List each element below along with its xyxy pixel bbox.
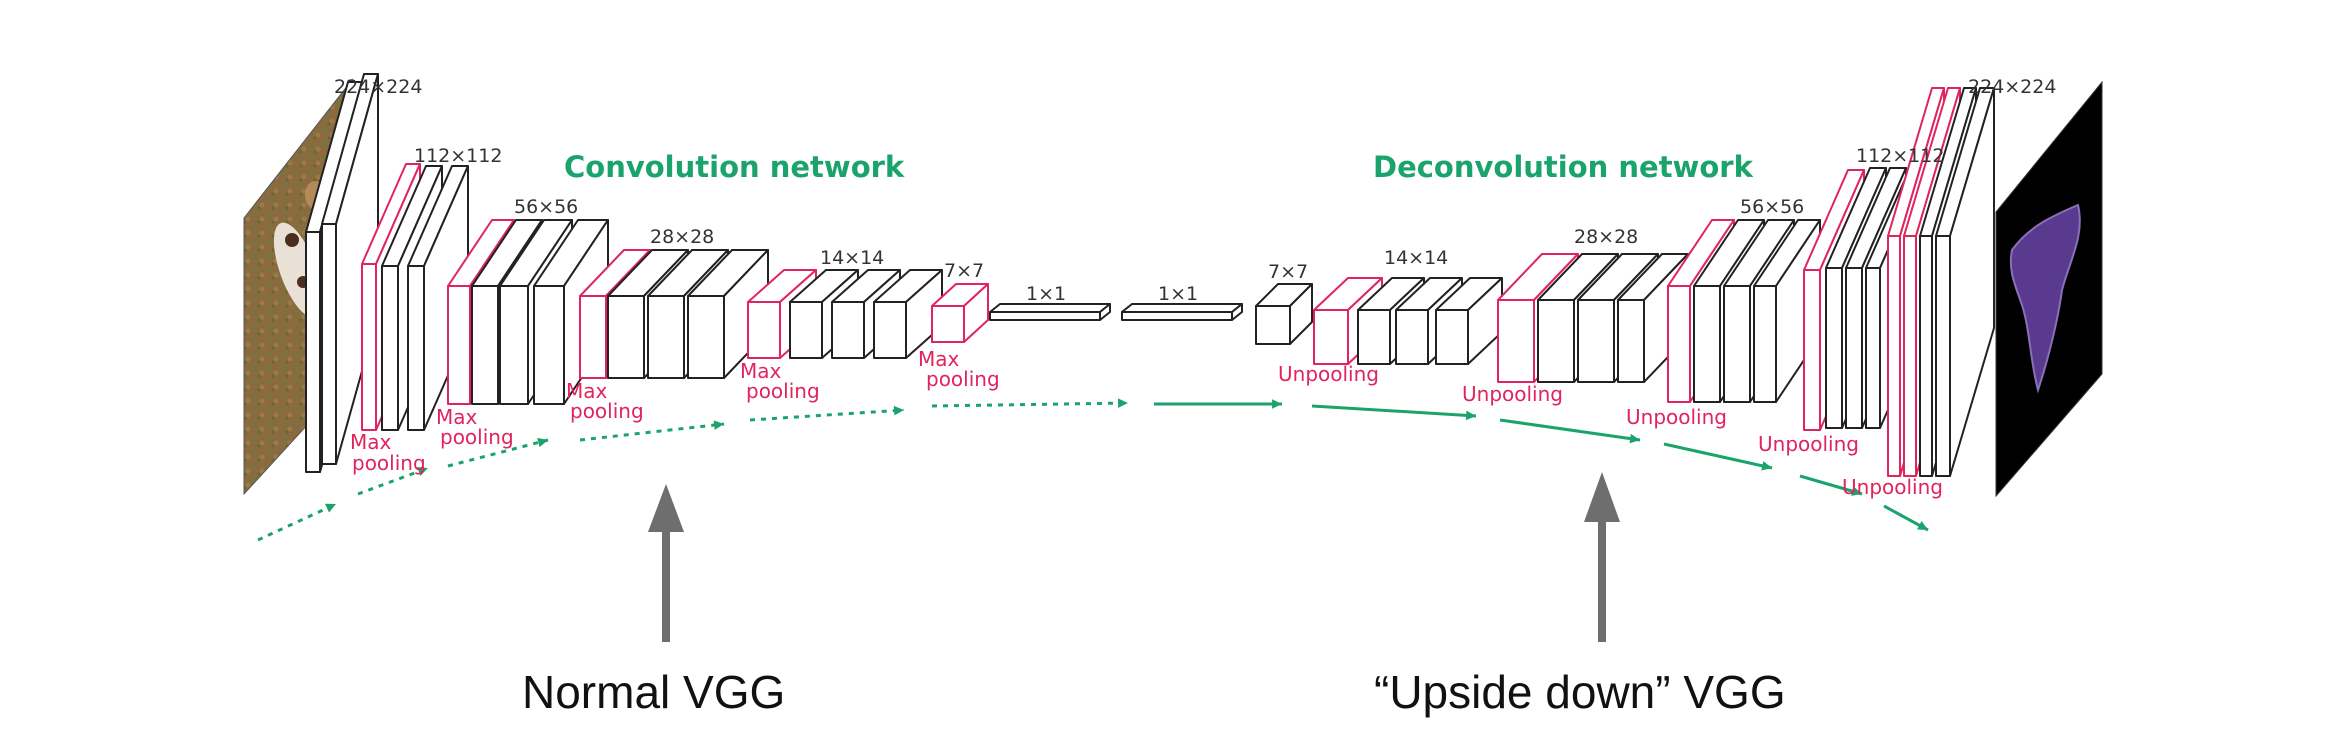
flow-arrow [257, 502, 337, 542]
size-label: 112×112 [414, 145, 502, 167]
unpooling-label: Unpooling [1758, 432, 1859, 456]
size-label: 1×1 [1026, 283, 1066, 305]
flow-arrow [579, 420, 725, 442]
flow-arrow [357, 466, 429, 496]
unpooling-label: Unpooling [1842, 475, 1943, 499]
flow-arrow [1883, 504, 1929, 532]
unpooling-label: Unpooling [1626, 405, 1727, 429]
flow-arrow [1499, 418, 1641, 444]
flow-arrow [447, 437, 549, 468]
flow-arrow [749, 405, 905, 422]
flow-arrow [931, 398, 1129, 408]
size-label: 28×28 [650, 226, 714, 248]
conv-layer-block [1121, 303, 1243, 321]
size-label: 1×1 [1158, 283, 1198, 305]
conv-layer-block [407, 165, 469, 431]
size-label: 224×224 [334, 76, 422, 98]
output-image [1995, 80, 2103, 498]
unpooling-label: Unpooling [1462, 382, 1563, 406]
size-label: 7×7 [944, 260, 984, 282]
conv-layer-block [1255, 283, 1313, 345]
flow-arrow [1663, 442, 1773, 471]
unpooling-label: Unpooling [1278, 362, 1379, 386]
flow-arrow [1799, 474, 1863, 496]
size-label: 14×14 [1384, 247, 1448, 269]
flow-arrow [1154, 399, 1282, 409]
conv-layer-block [1935, 87, 1995, 477]
size-label: 28×28 [1574, 226, 1638, 248]
size-label: 224×224 [1968, 76, 2056, 98]
pointer-arrow-left [648, 484, 684, 642]
pointer-arrow-right [1584, 472, 1620, 642]
conv-layer-block [1617, 253, 1689, 383]
caption-normal-vgg: Normal VGG [522, 666, 785, 718]
conv-layer-block [1435, 277, 1503, 365]
size-label: 56×56 [514, 196, 578, 218]
encoder-title: Convolution network [564, 150, 905, 184]
size-label: 112×112 [1856, 145, 1944, 167]
decoder-title: Deconvolution network [1373, 150, 1754, 184]
conv-layer-block [873, 269, 943, 359]
size-labels: 224×224 112×112 56×56 28×28 14×14 7×7 1×… [334, 76, 2056, 305]
size-label: 7×7 [1268, 261, 1308, 283]
caption-upside-down-vgg: “Upside down” VGG [1374, 666, 1786, 718]
conv-layer-block [989, 303, 1111, 321]
pooling-layer-block [931, 283, 989, 343]
size-label: 56×56 [1740, 196, 1804, 218]
conv-layer-block [321, 73, 379, 465]
flow-arrow [1311, 404, 1477, 421]
size-label: 14×14 [820, 247, 884, 269]
